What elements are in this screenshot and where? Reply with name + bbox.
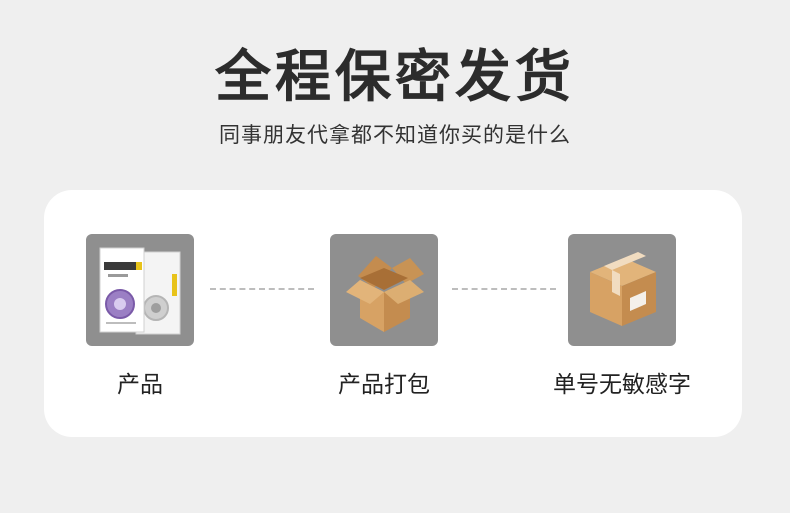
- step-connector-2: [452, 288, 556, 290]
- step-product-tile: [86, 234, 194, 346]
- product-box-icon: [99, 247, 181, 335]
- step-sealed-tile: [568, 234, 676, 346]
- step-connector-1: [210, 288, 314, 290]
- page-subtitle: 同事朋友代拿都不知道你买的是什么: [219, 123, 571, 147]
- step-packing-label: 产品打包: [338, 372, 430, 398]
- step-packing-tile: [330, 234, 438, 346]
- step-sealed-label: 单号无敏感字: [553, 372, 691, 398]
- open-carton-icon: [346, 256, 424, 332]
- step-product-label: 产品: [117, 372, 163, 398]
- page-title: 全程保密发货: [215, 45, 575, 110]
- sealed-carton-icon: [590, 252, 656, 326]
